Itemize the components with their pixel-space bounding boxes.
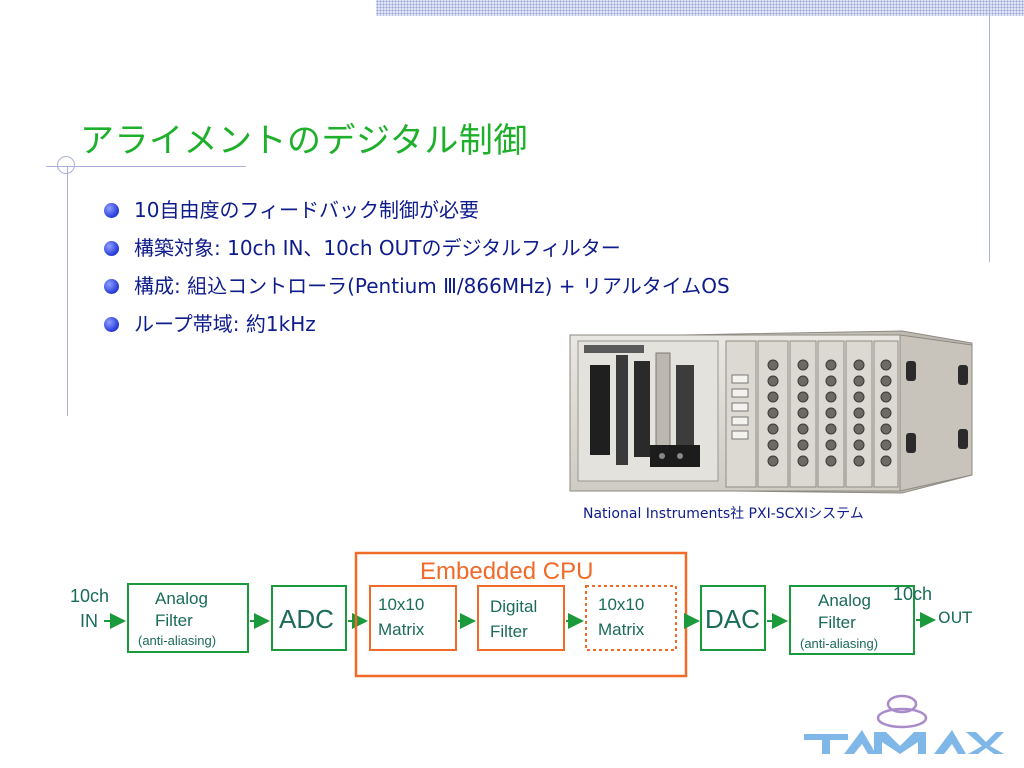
analog-filter-in-line1: Analog bbox=[155, 589, 208, 608]
dac-box bbox=[700, 585, 766, 651]
input-in-label: IN bbox=[80, 611, 98, 631]
photo-caption: National Instruments社 PXI-SCXIシステム bbox=[583, 506, 864, 522]
bullet-item: 10自由度のフィードバック制御が必要 bbox=[104, 194, 730, 232]
slide-title: アライメントのデジタル制御 bbox=[80, 121, 528, 161]
analog-filter-out-line3: (anti-aliasing) bbox=[800, 636, 878, 651]
bullet-text: 構成: 組込コントローラ(Pentium Ⅲ/866MHz) + リアルタイムO… bbox=[134, 274, 730, 298]
output-out-text: OUT bbox=[938, 608, 973, 627]
top-pattern-band bbox=[376, 0, 1024, 16]
pxi-chassis-photo bbox=[569, 330, 973, 494]
analog-filter-out-line1: Analog bbox=[818, 591, 871, 610]
matrix-out-line2: Matrix bbox=[598, 620, 645, 639]
bullet-dot-icon bbox=[104, 279, 119, 294]
bullet-dot-icon bbox=[104, 317, 119, 332]
bullet-dot-icon bbox=[104, 203, 119, 218]
matrix-out-line1: 10x10 bbox=[598, 595, 644, 614]
dac-label: DAC bbox=[705, 604, 760, 634]
bullet-item: 構成: 組込コントローラ(Pentium Ⅲ/866MHz) + リアルタイムO… bbox=[104, 270, 730, 308]
analog-filter-in-line3: (anti-aliasing) bbox=[138, 633, 216, 648]
bullet-text: 10自由度のフィードバック制御が必要 bbox=[134, 198, 480, 222]
signal-block-diagram: 10ch IN Analog Filter (anti-aliasing) AD… bbox=[70, 551, 936, 678]
bullet-item: 構築対象: 10ch IN、10ch OUTのデジタルフィルター bbox=[104, 232, 730, 270]
bullet-item: ループ帯域: 約1kHz bbox=[104, 308, 730, 346]
matrix-out-box bbox=[585, 585, 677, 651]
bullet-text: ループ帯域: 約1kHz bbox=[134, 312, 316, 336]
analog-filter-out-box bbox=[789, 585, 915, 655]
corner-circle-decor bbox=[57, 156, 75, 174]
analog-filter-in-box bbox=[127, 583, 249, 653]
matrix-in-box bbox=[369, 585, 457, 651]
tama-logo-icon bbox=[804, 694, 1004, 754]
digital-filter-line2: Filter bbox=[490, 622, 528, 641]
matrix-in-line1: 10x10 bbox=[378, 595, 424, 614]
embedded-cpu-title: Embedded CPU bbox=[420, 558, 593, 585]
analog-filter-in-line2: Filter bbox=[155, 611, 193, 630]
digital-filter-line1: Digital bbox=[490, 597, 537, 616]
bullet-text: 構築対象: 10ch IN、10ch OUTのデジタルフィルター bbox=[134, 236, 621, 260]
analog-filter-out-line2: Filter bbox=[818, 613, 856, 632]
digital-filter-box bbox=[477, 585, 565, 651]
adc-label: ADC bbox=[279, 604, 334, 634]
title-underline bbox=[46, 166, 246, 167]
matrix-in-line2: Matrix bbox=[378, 620, 425, 639]
bullet-dot-icon bbox=[104, 241, 119, 256]
adc-box bbox=[271, 585, 347, 651]
right-decor-line bbox=[989, 0, 990, 262]
input-channel-label: 10ch bbox=[70, 586, 109, 606]
bullet-list: 10自由度のフィードバック制御が必要 構築対象: 10ch IN、10ch OU… bbox=[104, 194, 730, 346]
left-decor-line bbox=[67, 166, 68, 416]
output-channel-label: 10ch bbox=[893, 584, 932, 604]
